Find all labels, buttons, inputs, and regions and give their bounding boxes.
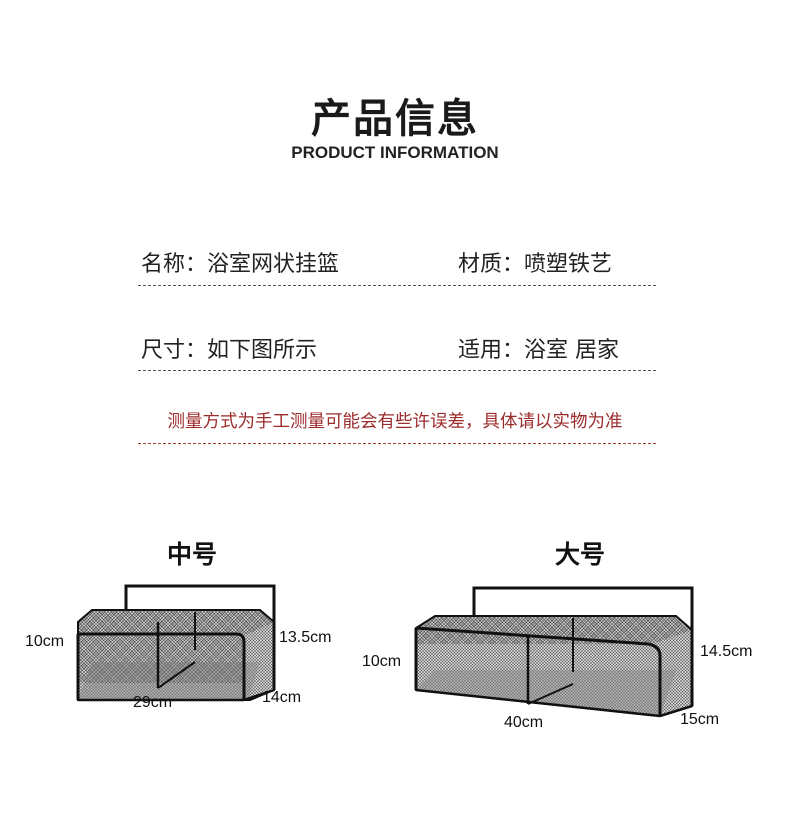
basket-medium bbox=[76, 584, 276, 702]
spec-name: 名称：浴室网状挂篮 bbox=[141, 252, 340, 277]
medium-depth-label: 14cm bbox=[262, 689, 302, 706]
page-title: 产品信息 bbox=[311, 96, 479, 142]
large-length-label: 40cm bbox=[504, 714, 544, 731]
measurement-note: 测量方式为手工测量可能会有些许误差，具体请以实物为准 bbox=[167, 412, 623, 432]
size-label-large: 大号 bbox=[555, 540, 606, 569]
medium-length-label: 29cm bbox=[133, 694, 173, 711]
spec-usage: 适用：浴室 居家 bbox=[458, 338, 619, 363]
medium-height-label: 10cm bbox=[25, 633, 65, 650]
large-height-label: 10cm bbox=[362, 653, 402, 670]
large-back-height-label: 14.5cm bbox=[700, 643, 753, 660]
large-depth-label: 15cm bbox=[680, 711, 720, 728]
medium-back-height-label: 13.5cm bbox=[279, 629, 332, 646]
divider bbox=[138, 443, 656, 444]
page-subtitle: PRODUCT INFORMATION bbox=[291, 143, 499, 162]
size-label-medium: 中号 bbox=[167, 540, 218, 569]
spec-material: 材质：喷塑铁艺 bbox=[458, 252, 613, 277]
basket-large bbox=[414, 586, 694, 718]
divider bbox=[138, 370, 656, 371]
divider bbox=[138, 285, 656, 286]
spec-size: 尺寸：如下图所示 bbox=[141, 338, 318, 363]
